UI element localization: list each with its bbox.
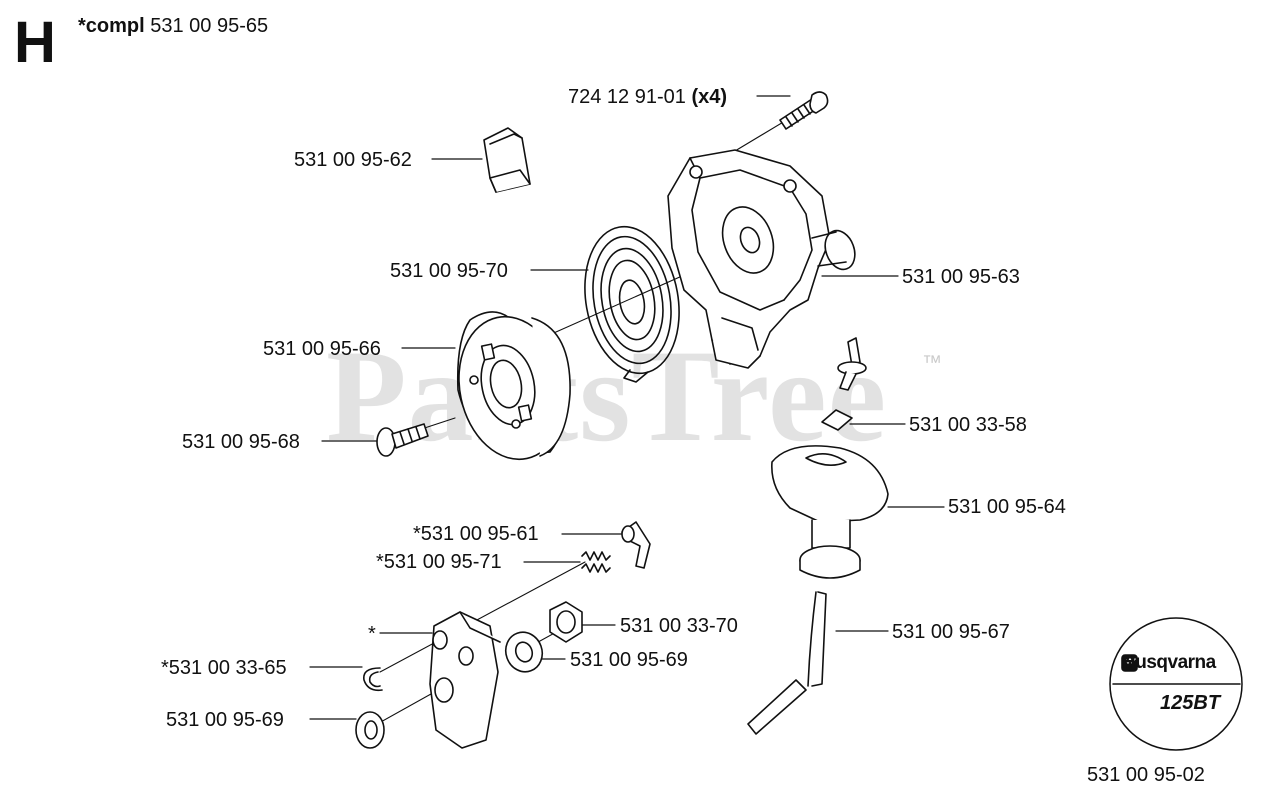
pin-icon bbox=[821, 337, 867, 431]
callout-bolt-qty: (x4) bbox=[691, 86, 728, 108]
starter-rope-icon bbox=[747, 591, 827, 735]
callout-531-00-95-70[interactable]: 531 00 95-70 bbox=[390, 260, 508, 282]
callout-531-00-33-70[interactable]: 531 00 33-70 bbox=[620, 615, 738, 637]
callout-pawl-block[interactable]: * bbox=[368, 623, 376, 645]
kit-number: 531 00 95-65 bbox=[150, 15, 269, 37]
callout-531-00-95-69-lower[interactable]: 531 00 95-69 bbox=[166, 709, 284, 731]
nut-icon bbox=[549, 601, 583, 643]
kit-label: *compl 531 00 95-65 bbox=[78, 14, 268, 38]
brand-badge bbox=[1109, 617, 1243, 751]
callout-531-00-95-63[interactable]: 531 00 95-63 bbox=[902, 266, 1020, 288]
bolt-icon bbox=[779, 91, 829, 130]
starter-handle-icon bbox=[771, 445, 889, 579]
callout-531-00-95-69-upper[interactable]: 531 00 95-69 bbox=[570, 649, 688, 671]
brand-name: Husqvarna bbox=[1122, 652, 1216, 673]
callout-531-00-95-67[interactable]: 531 00 95-67 bbox=[892, 621, 1010, 643]
screw-icon bbox=[376, 423, 429, 457]
callout-531-00-95-71[interactable]: *531 00 95-71 bbox=[376, 551, 502, 573]
washer-upper-icon bbox=[504, 631, 544, 673]
starter-housing-icon bbox=[667, 149, 856, 369]
washer-lower-icon bbox=[355, 711, 385, 749]
callout-bolt-number: 724 12 91-01 bbox=[568, 86, 686, 108]
watermark-trademark: ™ bbox=[922, 352, 942, 374]
pulley-icon bbox=[456, 311, 571, 461]
callout-531-00-33-58[interactable]: 531 00 33-58 bbox=[909, 414, 1027, 436]
kit-prefix: *compl bbox=[78, 15, 145, 37]
small-spring-icon bbox=[581, 551, 611, 573]
recoil-spring-icon bbox=[584, 225, 680, 383]
elbow-fitting-icon bbox=[621, 521, 651, 569]
callout-bolt[interactable]: 724 12 91-01 (x4) bbox=[568, 86, 727, 108]
callout-531-00-95-66[interactable]: 531 00 95-66 bbox=[263, 338, 381, 360]
callout-531-00-95-68[interactable]: 531 00 95-68 bbox=[182, 431, 300, 453]
leader-lines bbox=[309, 95, 945, 720]
model-name: 125BT bbox=[1160, 692, 1221, 714]
callout-531-00-33-65[interactable]: *531 00 33-65 bbox=[161, 657, 287, 679]
husqvarna-crown-icon bbox=[1121, 654, 1138, 672]
callout-531-00-95-62[interactable]: 531 00 95-62 bbox=[294, 149, 412, 171]
circlip-icon bbox=[363, 667, 383, 692]
sheet-number: 531 00 95-02 bbox=[1087, 764, 1205, 786]
callout-531-00-95-64[interactable]: 531 00 95-64 bbox=[948, 496, 1066, 518]
section-letter: H bbox=[14, 10, 56, 75]
cover-piece-icon bbox=[483, 127, 531, 193]
pawl-block-icon bbox=[429, 611, 501, 749]
callout-531-00-95-61[interactable]: *531 00 95-61 bbox=[413, 523, 539, 545]
